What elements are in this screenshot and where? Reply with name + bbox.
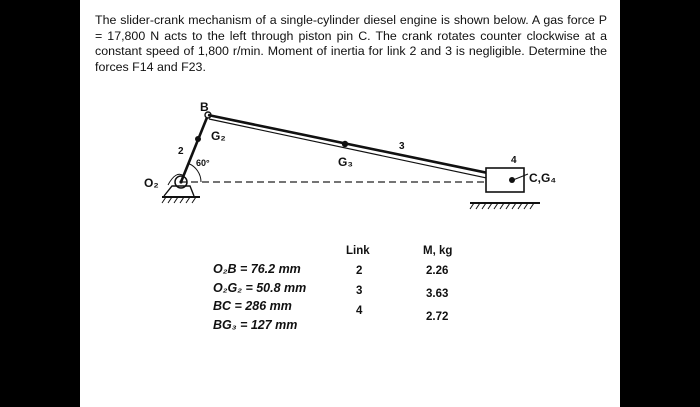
slider-crank-diagram: B G₂ 2 60° O₂ G₃ 3 4 C,G₄ O₂B = 76.2 mm … <box>144 100 556 332</box>
dimension-bg3: BG₃ = 127 mm <box>213 318 297 332</box>
table-link-2: 2 <box>356 265 362 277</box>
label-link-2: 2 <box>178 146 184 157</box>
table-link-4: 4 <box>356 305 363 317</box>
table-header-mass: M, kg <box>423 245 452 257</box>
label-link-4: 4 <box>511 155 517 166</box>
ground-pivot-o2 <box>161 173 200 204</box>
table-mass-2: 2.26 <box>426 265 448 277</box>
label-link-3: 3 <box>399 141 405 152</box>
label-angle: 60° <box>196 158 210 168</box>
table-link-3: 3 <box>356 285 362 297</box>
connecting-rod-link-3 <box>207 113 513 180</box>
table-header-link: Link <box>346 245 370 257</box>
table-mass-3: 3.63 <box>426 288 448 300</box>
label-slider: C,G₄ <box>529 171 556 185</box>
label-g2: G₂ <box>211 129 226 143</box>
g2-point <box>195 136 201 142</box>
crank-angle-arc <box>188 163 202 183</box>
slider-block <box>469 167 540 210</box>
label-b: B <box>200 100 209 114</box>
label-o2: O₂ <box>144 176 159 190</box>
crank-link-2 <box>179 114 210 183</box>
document-page: The slider-crank mechanism of a single-c… <box>80 0 620 407</box>
table-mass-4: 2.72 <box>426 311 448 323</box>
dimension-o2g2: O₂G₂ = 50.8 mm <box>213 281 306 295</box>
label-g3: G₃ <box>338 155 353 169</box>
problem-statement: The slider-crank mechanism of a single-c… <box>95 13 607 74</box>
dimension-o2b: O₂B = 76.2 mm <box>213 262 301 276</box>
g3-point <box>341 140 349 148</box>
dimension-bc: BC = 286 mm <box>213 299 292 313</box>
